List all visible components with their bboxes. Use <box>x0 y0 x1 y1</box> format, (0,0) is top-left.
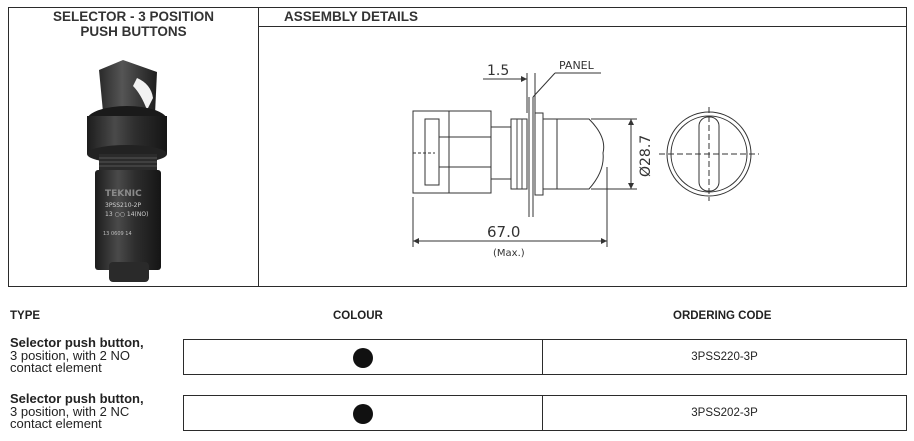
column-header-ordering-code: ORDERING CODE <box>673 310 772 322</box>
type-label-row-1: Selector push button, 3 position, with 2… <box>10 335 144 375</box>
photo-model-text: 3PSS210-2P <box>105 202 141 209</box>
product-photo: TEKNIC 3PSS210-2P 13 ○○ 14(NO) 13 0609 1… <box>87 60 167 282</box>
photo-brand-text: TEKNIC <box>105 189 142 199</box>
column-header-colour: COLOUR <box>333 310 383 322</box>
dim-panel-thickness: 1.5 <box>487 63 509 79</box>
assembly-panel: ASSEMBLY DETAILS <box>259 8 906 286</box>
colour-swatch-black <box>353 404 373 424</box>
dim-diameter: Ø28.7 <box>638 135 654 177</box>
type-detail: 3 position, with 2 NC <box>10 403 130 419</box>
assembly-header: ASSEMBLY DETAILS <box>259 8 906 27</box>
column-divider <box>542 396 544 430</box>
product-panel: SELECTOR - 3 POSITION PUSH BUTTONS <box>9 8 259 286</box>
type-detail: 3 position, with 2 NO <box>10 347 130 363</box>
product-title: SELECTOR - 3 POSITION PUSH BUTTONS <box>9 8 258 40</box>
product-frame: SELECTOR - 3 POSITION PUSH BUTTONS <box>8 7 907 287</box>
product-title-line1: SELECTOR - 3 POSITION <box>52 9 215 24</box>
dim-length: 67.0 <box>487 223 520 241</box>
photo-date-text: 13 0609 14 <box>103 231 132 237</box>
ordering-code: 3PSS202-3P <box>691 407 758 419</box>
product-title-line2: PUSH BUTTONS <box>80 23 187 39</box>
ordering-code: 3PSS220-3P <box>691 351 758 363</box>
type-title: Selector push button, <box>10 391 144 406</box>
type-label-row-2: Selector push button, 3 position, with 2… <box>10 391 144 431</box>
table-row: 3PSS220-3P <box>183 339 907 375</box>
knob-indicator <box>133 78 153 110</box>
dim-length-note: (Max.) <box>493 248 525 259</box>
photo-contact-text: 13 ○○ 14(NO) <box>105 211 148 218</box>
panel-label: PANEL <box>559 59 595 72</box>
assembly-drawing: 1.5 PANEL 67.0 (Max.) Ø28.7 <box>412 59 759 259</box>
type-detail: contact element <box>10 416 102 431</box>
colour-swatch-black <box>353 348 373 368</box>
column-divider <box>542 340 544 374</box>
table-row: 3PSS202-3P <box>183 395 907 431</box>
type-title: Selector push button, <box>10 335 144 350</box>
column-header-type: TYPE <box>10 310 41 322</box>
type-detail: contact element <box>10 360 102 375</box>
